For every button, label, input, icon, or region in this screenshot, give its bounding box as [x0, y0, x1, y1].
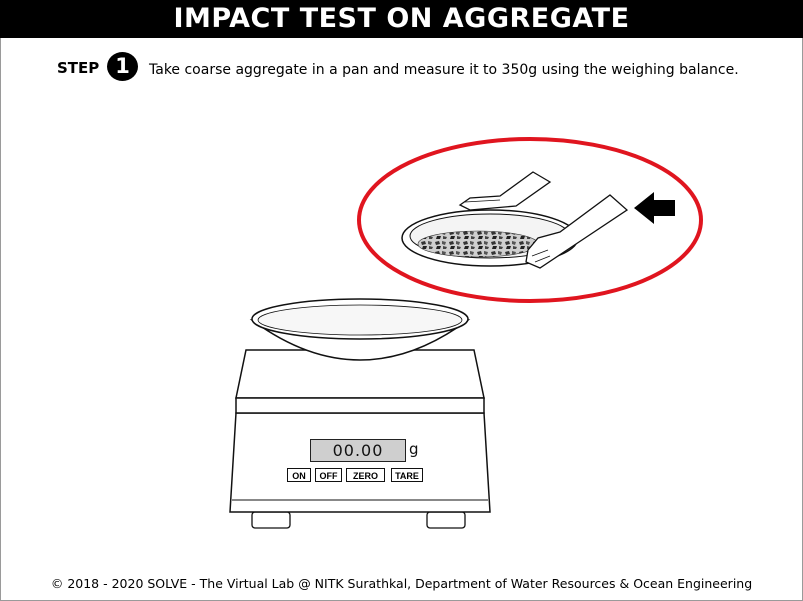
coarse-aggregate: [417, 230, 539, 258]
pointer-arrow-icon: [634, 192, 675, 224]
upper-hand: [458, 171, 552, 211]
footer-copyright: © 2018 - 2020 SOLVE - The Virtual Lab @ …: [50, 576, 753, 591]
step-label: STEP: [57, 59, 100, 77]
weighing-balance: [229, 298, 491, 529]
lower-hand: [525, 194, 629, 269]
step-number-badge: 1: [107, 52, 138, 81]
weight-unit: g: [409, 440, 419, 458]
zero-button[interactable]: ZERO: [346, 468, 385, 482]
off-button[interactable]: OFF: [315, 468, 342, 482]
step-instruction: Take coarse aggregate in a pan and measu…: [149, 62, 739, 78]
on-button[interactable]: ON: [287, 468, 311, 482]
highlight-ring: [357, 137, 703, 303]
aggregate-pan[interactable]: [401, 171, 629, 269]
weight-display: 00.00: [310, 439, 406, 462]
tare-button[interactable]: TARE: [391, 468, 423, 482]
page-title: IMPACT TEST ON AGGREGATE: [0, 0, 803, 38]
